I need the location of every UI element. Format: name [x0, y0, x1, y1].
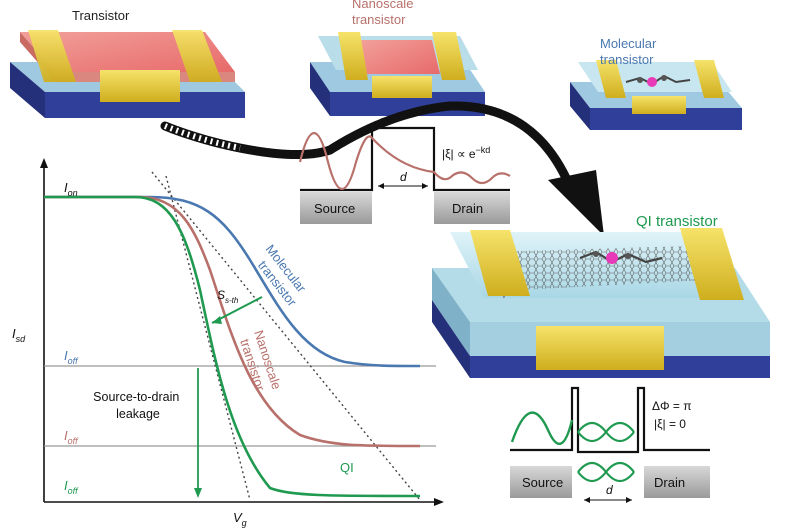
nanoscale-label-line2: transistor	[352, 12, 406, 27]
top-drain-label: Drain	[452, 201, 483, 216]
barrier-outline	[300, 126, 510, 192]
top-d-label: d	[400, 170, 407, 184]
ioff-main-1: I	[64, 348, 68, 363]
x-axis-label: Vg	[233, 510, 247, 528]
x-axis-arrow	[434, 498, 444, 506]
ioff-sub-3: off	[68, 486, 80, 496]
nanoscale-label-line1: Nanoscale	[352, 0, 413, 11]
x-axis-label-main: V	[233, 510, 243, 525]
ioff-label-nanoscale: Ioff	[64, 428, 79, 446]
molecular-label-line1: Molecular	[600, 36, 657, 51]
progression-arrow	[160, 101, 604, 236]
y-axis-label: Isd	[12, 326, 26, 344]
ioff-sub-2: off	[68, 436, 80, 446]
top-source-label: Source	[314, 201, 355, 216]
molecular-curve	[44, 195, 421, 368]
sth-label: Ss-th	[217, 288, 239, 305]
decay-formula-exp: −kd	[476, 145, 491, 155]
xi-zero-label: |ξ| = 0	[654, 417, 686, 431]
ioff-label-molecular: Ioff	[64, 348, 79, 366]
tunneling-barrier-diagram	[298, 126, 511, 224]
y-axis-arrow	[40, 158, 48, 168]
leakage-line2: leakage	[116, 407, 160, 421]
qi-drain-label: Drain	[654, 475, 685, 490]
qi-transistor-label: QI transistor	[636, 213, 718, 230]
source-block	[300, 192, 372, 224]
nanoscale-curve	[44, 195, 421, 448]
slope-dotted-line-1	[151, 171, 421, 501]
decay-formula: |ξ| ∝ e−kd	[442, 145, 490, 161]
interfering-wave-2	[577, 421, 635, 443]
interfering-wave-4	[577, 461, 635, 483]
y-axis-label-main: I	[12, 326, 16, 341]
sth-label-sub: s-th	[225, 296, 239, 305]
iv-graph	[40, 158, 444, 506]
qi-transistor-device	[432, 228, 770, 378]
y-axis-label-sub: sd	[16, 334, 27, 344]
ioff-main-3: I	[64, 478, 68, 493]
ion-label-main: I	[64, 180, 68, 195]
nanoscale-label: Nanoscale transistor	[352, 0, 417, 27]
leakage-line1: Source-to-drain	[93, 390, 179, 404]
nanoscale-device	[310, 32, 485, 116]
qi-curve	[44, 195, 421, 498]
decay-formula-main: |ξ| ∝ e	[442, 147, 476, 161]
transistor-device	[10, 30, 245, 118]
qi-barrier-outline	[510, 386, 710, 454]
ion-label: Ion	[64, 180, 78, 198]
drain-block	[434, 192, 510, 224]
sth-label-main: S	[217, 288, 225, 302]
decaying-wave	[298, 131, 511, 191]
leakage-label: Source-to-drain leakage	[93, 390, 183, 421]
molecular-label-line2: transistor	[600, 52, 654, 67]
qi-source-label: Source	[522, 475, 563, 490]
ioff-sub-1: off	[68, 356, 80, 366]
qi-barrier-diagram	[510, 386, 710, 503]
qi-curve-label: QI	[340, 460, 354, 475]
molecular-label: Molecular transistor	[600, 36, 660, 67]
ioff-main-2: I	[64, 428, 68, 443]
ioff-label-qi: Ioff	[64, 478, 79, 496]
qi-d-label: d	[606, 483, 613, 497]
molecular-device	[570, 60, 742, 130]
ion-label-sub: on	[68, 188, 78, 198]
qi-drain-block	[644, 466, 710, 498]
incoming-wave	[510, 411, 574, 445]
transistor-label: Transistor	[72, 8, 130, 23]
qi-source-block	[510, 466, 572, 498]
phase-label: ΔΦ = π	[652, 399, 692, 413]
x-axis-label-sub: g	[242, 518, 247, 528]
